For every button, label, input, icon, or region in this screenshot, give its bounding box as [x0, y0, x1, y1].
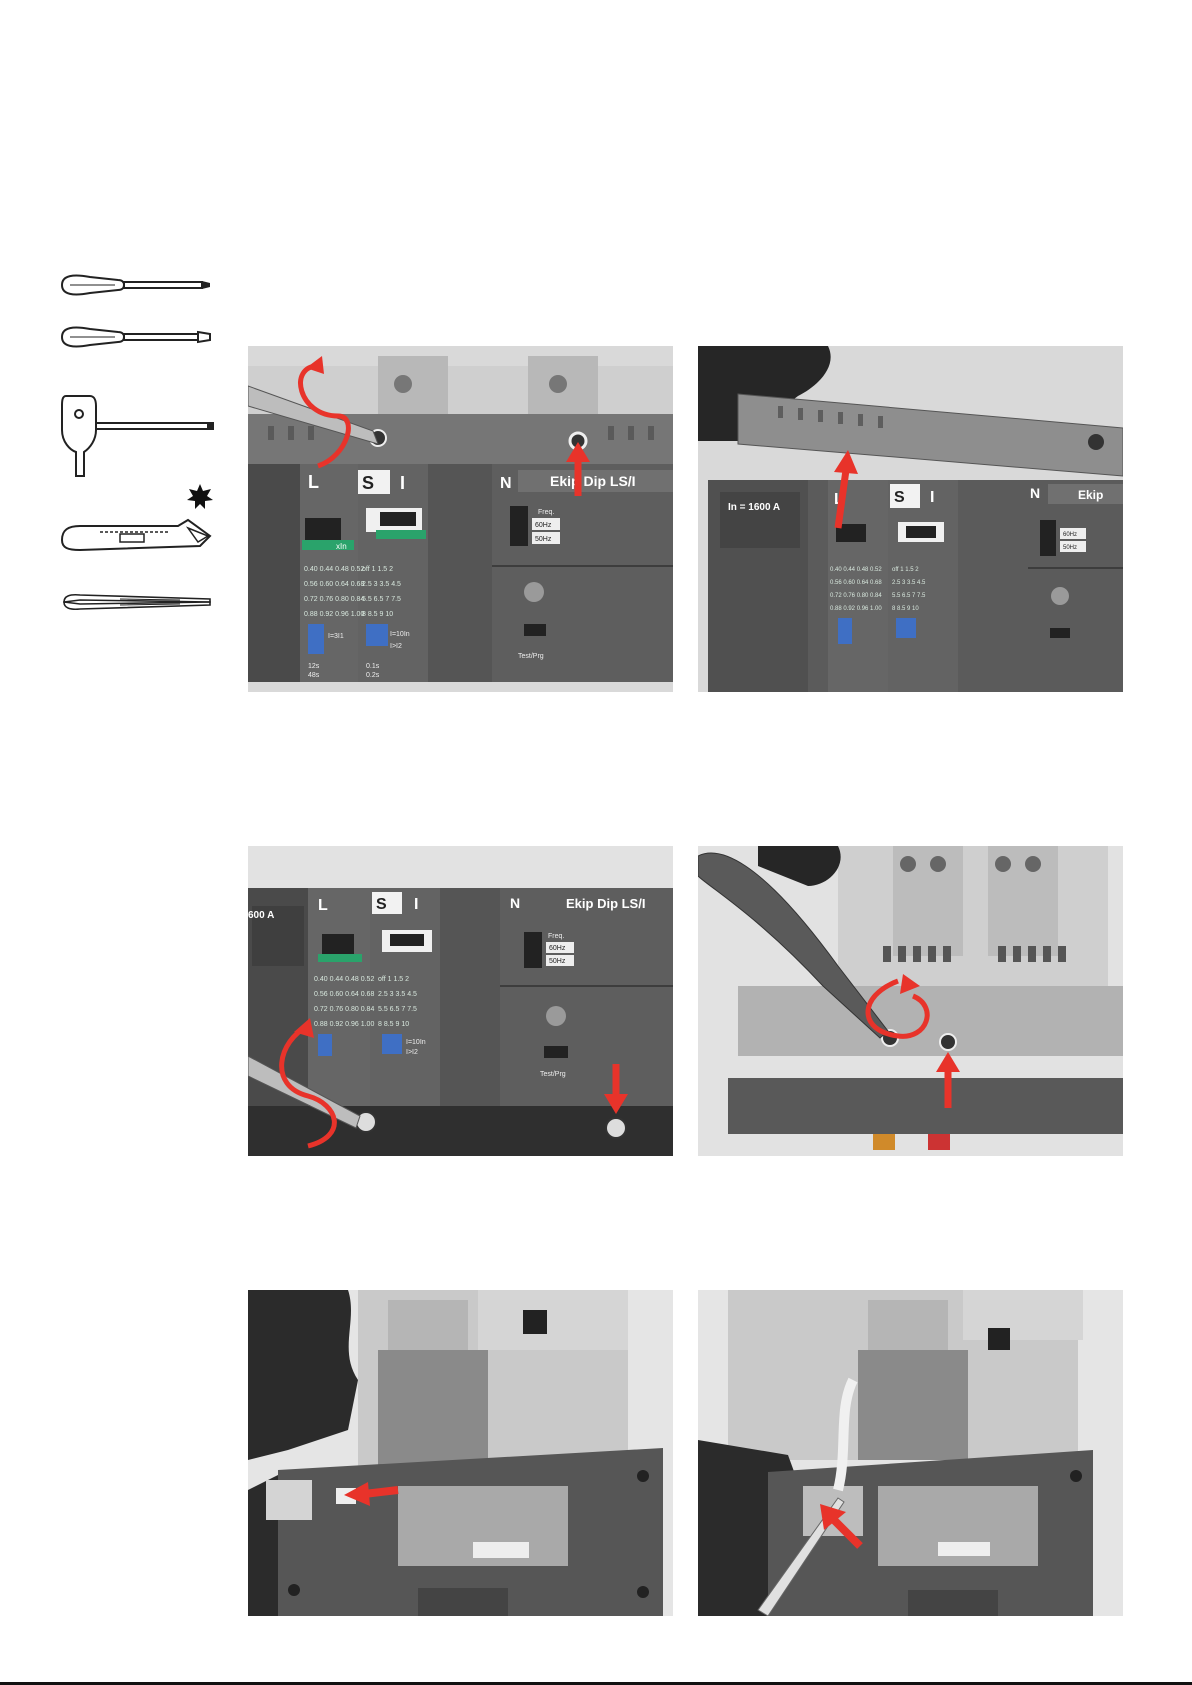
svg-text:Test/Prg: Test/Prg — [518, 653, 544, 660]
xin-label-l: xIn — [336, 542, 347, 551]
svg-text:5.5 6.5 7 7.5: 5.5 6.5 7 7.5 — [362, 596, 401, 603]
section-i-label: I — [400, 473, 405, 493]
svg-text:2.5 3 3.5 4.5: 2.5 3 3.5 4.5 — [378, 991, 417, 998]
svg-text:N: N — [510, 895, 520, 911]
step-photo-3: 600 A L S I N Ekip Dip LS/I 0.40 0.44 0.… — [248, 846, 673, 1156]
svg-text:S: S — [376, 896, 387, 913]
svg-text:0.56 0.60 0.64 0.68: 0.56 0.60 0.64 0.68 — [314, 991, 374, 998]
step-photo-4 — [698, 846, 1123, 1156]
svg-text:off 1 1.5 2: off 1 1.5 2 — [362, 566, 393, 573]
section-n-label: N — [500, 475, 512, 492]
svg-text:0.56 0.60 0.64 0.68: 0.56 0.60 0.64 0.68 — [830, 580, 882, 586]
svg-text:2.5 3 3.5 4.5: 2.5 3 3.5 4.5 — [892, 580, 926, 586]
torx-screwdriver-icon — [60, 274, 210, 296]
svg-text:N: N — [1030, 485, 1040, 501]
svg-text:5.5 6.5 7 7.5: 5.5 6.5 7 7.5 — [892, 593, 926, 599]
svg-text:Ekip Dip LS/I: Ekip Dip LS/I — [566, 896, 645, 911]
svg-text:0.72 0.76 0.80 0.84: 0.72 0.76 0.80 0.84 — [830, 593, 882, 599]
svg-text:Ekip: Ekip — [1078, 488, 1103, 502]
svg-text:0.40 0.44 0.48 0.52: 0.40 0.44 0.48 0.52 — [304, 566, 364, 573]
svg-text:off 1 1.5 2: off 1 1.5 2 — [892, 567, 919, 573]
svg-text:0.72 0.76 0.80 0.84: 0.72 0.76 0.80 0.84 — [304, 596, 364, 603]
svg-text:8 8.5 9 10: 8 8.5 9 10 — [362, 611, 393, 618]
svg-text:50Hz: 50Hz — [549, 958, 566, 965]
svg-text:0.72 0.76 0.80 0.84: 0.72 0.76 0.80 0.84 — [314, 1006, 374, 1013]
tweezers-icon — [63, 593, 211, 611]
svg-text:off 1 1.5 2: off 1 1.5 2 — [378, 976, 409, 983]
svg-text:5.5 6.5 7 7.5: 5.5 6.5 7 7.5 — [378, 1006, 417, 1013]
svg-text:0.40 0.44 0.48 0.52: 0.40 0.44 0.48 0.52 — [830, 567, 882, 573]
svg-text:50Hz: 50Hz — [535, 536, 552, 543]
svg-text:L: L — [318, 897, 328, 914]
svg-text:8 8.5 9 10: 8 8.5 9 10 — [378, 1021, 409, 1028]
svg-text:Freq.: Freq. — [538, 509, 554, 516]
svg-text:0.1s: 0.1s — [366, 663, 380, 670]
svg-text:8 8.5 9 10: 8 8.5 9 10 — [892, 606, 919, 612]
svg-text:0.40 0.44 0.48 0.52: 0.40 0.44 0.48 0.52 — [314, 976, 374, 983]
step-photo-5 — [248, 1290, 673, 1616]
svg-text:0.88 0.92 0.96 1.00: 0.88 0.92 0.96 1.00 — [304, 611, 364, 618]
svg-text:0.88 0.92 0.96 1.00: 0.88 0.92 0.96 1.00 — [830, 606, 882, 612]
svg-text:I: I — [414, 896, 418, 913]
svg-text:I=10In: I=10In — [390, 631, 410, 638]
svg-text:0.56 0.60 0.64 0.68: 0.56 0.60 0.64 0.68 — [304, 581, 364, 588]
svg-text:48s: 48s — [308, 672, 320, 679]
step-photo-1: L S I N Ekip Dip LS/I xIn 0.40 0.44 0.48… — [248, 346, 673, 692]
in-rating-label: In = 1600 A — [728, 502, 780, 513]
svg-text:60Hz: 60Hz — [1063, 532, 1077, 538]
svg-text:60Hz: 60Hz — [549, 945, 566, 952]
svg-text:I>I2: I>I2 — [390, 643, 402, 650]
step-photo-6 — [698, 1290, 1123, 1616]
svg-text:0.88 0.92 0.96 1.00: 0.88 0.92 0.96 1.00 — [314, 1021, 374, 1028]
flat-screwdriver-icon — [60, 326, 211, 348]
t-handle-torx-key-icon — [61, 395, 214, 477]
svg-text:50Hz: 50Hz — [1063, 545, 1077, 551]
utility-knife-icon — [60, 518, 212, 552]
svg-text:60Hz: 60Hz — [535, 522, 552, 529]
svg-text:2.5 3 3.5 4.5: 2.5 3 3.5 4.5 — [362, 581, 401, 588]
torx-star-icon — [187, 484, 213, 509]
trip-unit-name: Ekip Dip LS/I — [550, 473, 636, 489]
svg-text:I=10In: I=10In — [406, 1039, 426, 1046]
section-s-label: S — [362, 473, 374, 493]
svg-text:Test/Prg: Test/Prg — [540, 1071, 566, 1078]
step-photo-2: In = 1600 A L S I N Ekip 0.40 0.44 0.48 … — [698, 346, 1123, 692]
svg-text:I: I — [930, 489, 934, 506]
in-rating-cropped-label: 600 A — [248, 910, 274, 921]
svg-text:I>I2: I>I2 — [406, 1049, 418, 1056]
section-l-label: L — [308, 472, 319, 492]
page-bottom-rule — [0, 1682, 1192, 1685]
svg-text:0.2s: 0.2s — [366, 672, 380, 679]
svg-text:12s: 12s — [308, 663, 320, 670]
svg-text:Freq.: Freq. — [548, 933, 564, 940]
svg-text:S: S — [894, 489, 905, 506]
svg-text:I=3I1: I=3I1 — [328, 633, 344, 640]
